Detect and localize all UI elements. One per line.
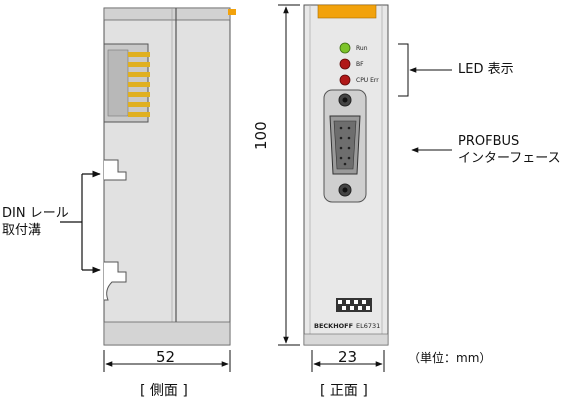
side-orange-tab bbox=[228, 9, 236, 15]
profibus-connector bbox=[323, 89, 367, 203]
front-width-dimension bbox=[311, 350, 385, 372]
din-callout-line1: DIN レール bbox=[2, 206, 69, 221]
profibus-callout-line2: インターフェース bbox=[458, 151, 561, 166]
led-cpu-err bbox=[339, 74, 351, 86]
din-notch-lower bbox=[104, 261, 127, 301]
side-view bbox=[60, 7, 236, 372]
led-bf-label: BF bbox=[356, 61, 364, 68]
din-notch-upper bbox=[104, 159, 127, 181]
din-callout-line2: 取付溝 bbox=[2, 223, 42, 238]
din-callout-bracket bbox=[60, 170, 101, 274]
led-run bbox=[339, 42, 351, 54]
side-width-value: 52 bbox=[156, 348, 176, 366]
front-view-caption: [ 正面 ] bbox=[320, 383, 368, 399]
profibus-callout-line1: PROFBUS bbox=[458, 134, 520, 149]
led-callout-label: LED 表示 bbox=[458, 62, 514, 77]
brand-text: BECKHOFF bbox=[314, 322, 353, 330]
front-view: Run BF CPU Err X1 bbox=[278, 4, 452, 372]
model-text: EL6731 bbox=[356, 322, 380, 330]
unit-note: （単位：mm） bbox=[408, 351, 492, 365]
profibus-logo bbox=[336, 298, 372, 312]
front-height-dimension bbox=[278, 4, 300, 346]
side-view-caption: [ 側面 ] bbox=[140, 383, 188, 399]
side-contacts bbox=[128, 52, 150, 117]
led-cpu-err-label: CPU Err bbox=[356, 77, 379, 84]
dsub-pins bbox=[339, 126, 351, 166]
led-bf bbox=[339, 58, 351, 70]
led-run-label: Run bbox=[356, 45, 368, 52]
led-callout-bracket bbox=[398, 43, 452, 97]
front-orange-label bbox=[317, 4, 377, 19]
front-width-value: 23 bbox=[338, 348, 358, 366]
front-height-value: 100 bbox=[252, 121, 270, 150]
side-width-dimension bbox=[103, 350, 231, 372]
